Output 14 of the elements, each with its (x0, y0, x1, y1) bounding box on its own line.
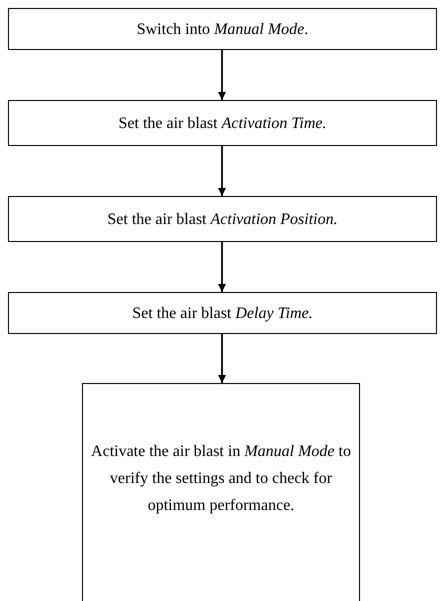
process-box (8, 292, 437, 334)
arrow (218, 50, 226, 100)
step-text: Switch into Manual Mode. (136, 20, 310, 40)
step-text: Set the air blast Delay Time. (131, 304, 314, 324)
process-box (8, 100, 437, 146)
arrow (218, 334, 226, 383)
arrow (218, 146, 226, 196)
step-text: Activate the air blast in Manual Mode to verify the settings and to check for optimum performance. (90, 442, 352, 516)
process-box (8, 8, 437, 50)
arrow (218, 242, 226, 292)
process-box (82, 383, 360, 601)
step-text: Set the air blast Activation Position. (106, 210, 339, 230)
step-text: Set the air blast Activation Time. (118, 114, 328, 134)
process-box (8, 196, 437, 242)
